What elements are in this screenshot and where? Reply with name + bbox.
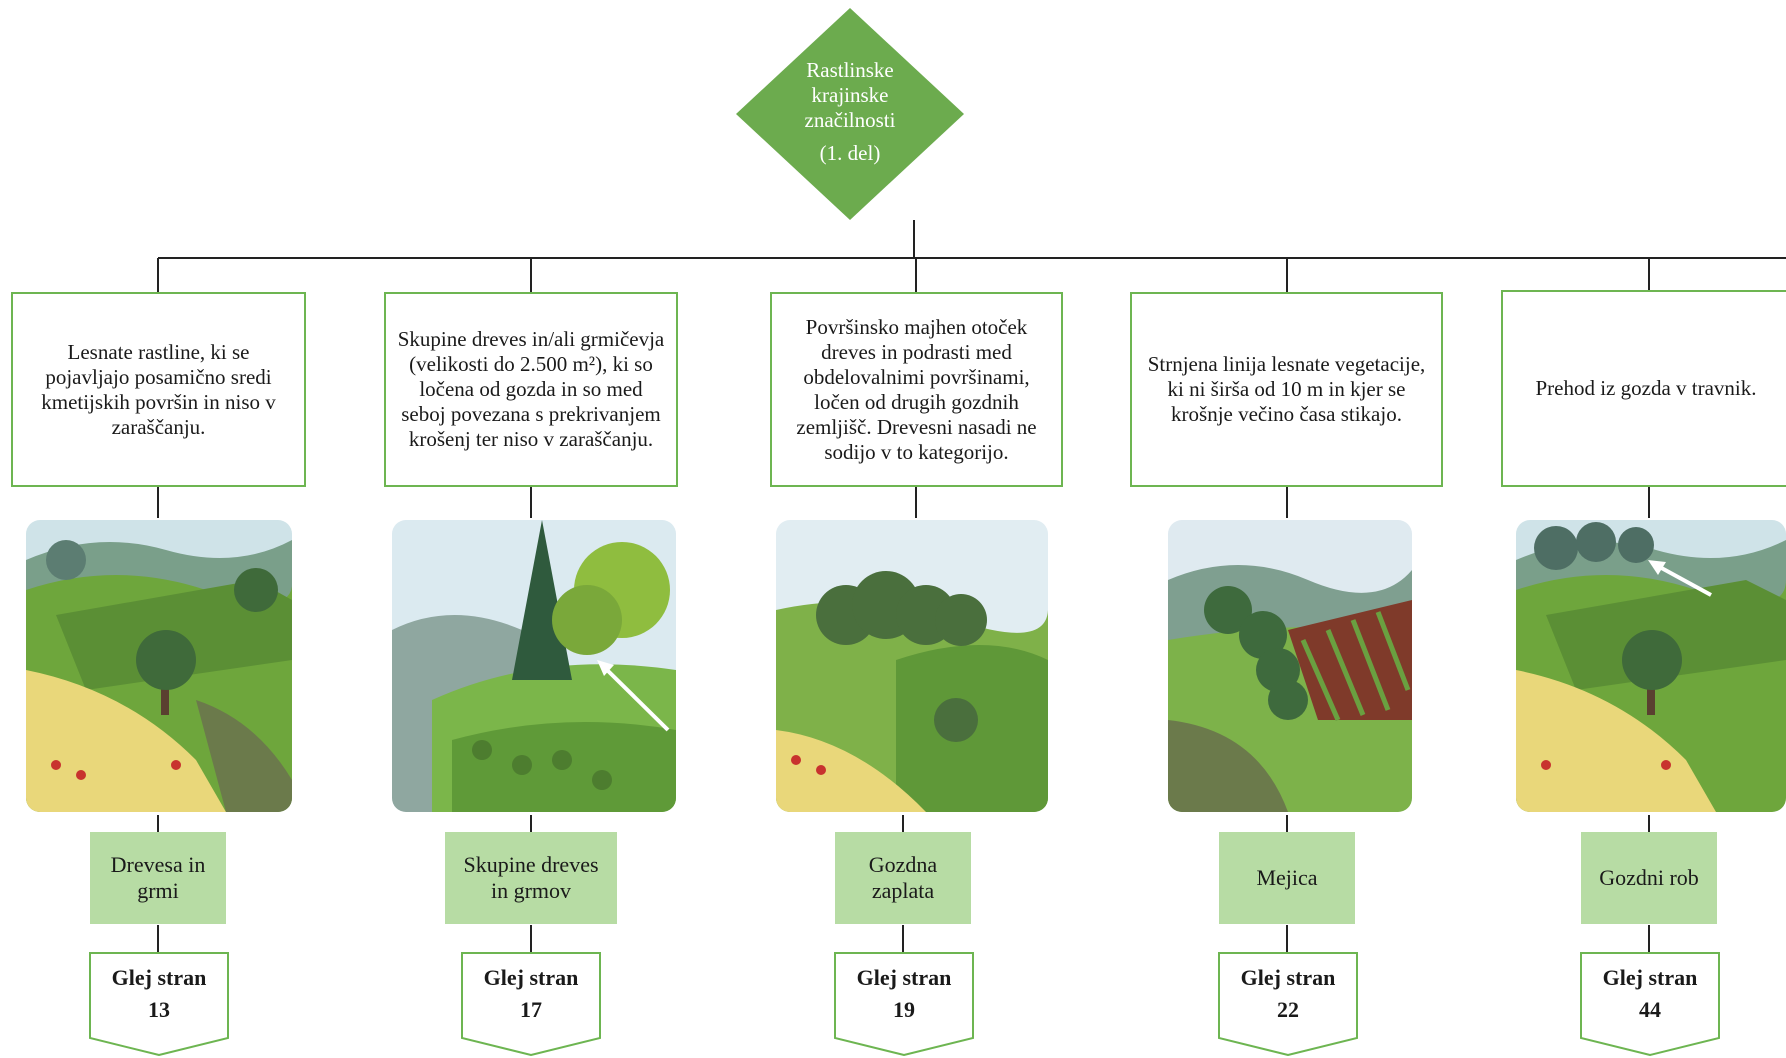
description-text: Skupine dreves in/ali grmičevja (velikos… [397, 327, 665, 451]
see-page-label: Glej stran [1602, 965, 1698, 990]
description-text: Površinsko majhen otoček dreves in podra… [796, 314, 1037, 464]
see-page-button-22[interactable]: Glej stran 22 [1218, 952, 1358, 1056]
description-box-hedgerow: Strnjena linija lesnate vegetacije, ki n… [1130, 292, 1443, 487]
illustration-forest-edge [1516, 520, 1786, 812]
page-number: 44 [1639, 997, 1661, 1022]
category-label-text: Gozdna zaplata [868, 852, 938, 903]
page-number: 22 [1277, 997, 1299, 1022]
see-page-button-19[interactable]: Glej stran 19 [834, 952, 974, 1056]
page-number: 19 [893, 997, 915, 1022]
category-label-hedgerow: Mejica [1219, 832, 1355, 924]
description-text: Strnjena linija lesnate vegetacije, ki n… [1147, 352, 1426, 426]
root-subtitle: (1. del) [819, 141, 881, 165]
category-label-forest-edge: Gozdni rob [1581, 832, 1717, 924]
see-page-button-44[interactable]: Glej stran 44 [1580, 952, 1720, 1056]
see-page-label: Glej stran [856, 965, 952, 990]
root-title-line-3: značilnosti [804, 108, 896, 132]
category-label-trees-shrubs: Drevesa in grmi [90, 832, 226, 924]
root-title: Rastlinske krajinske značilnosti (1. del… [770, 58, 930, 166]
root-title-line-2: krajinske [811, 83, 889, 107]
description-box-trees-shrubs: Lesnate rastline, ki se pojavljajo posam… [11, 292, 306, 487]
category-label-text: Gozdni rob [1599, 865, 1699, 890]
description-box-forest-patch: Površinsko majhen otoček dreves in podra… [770, 292, 1063, 487]
category-label-text: Skupine dreves in grmov [463, 852, 599, 903]
illustration-tree-groups [392, 520, 676, 812]
description-box-forest-edge: Prehod iz gozda v travnik. [1501, 290, 1786, 487]
illustration-hedgerow [1168, 520, 1412, 812]
illustration-forest-patch [776, 520, 1048, 812]
page-number: 17 [520, 997, 542, 1022]
see-page-label: Glej stran [1240, 965, 1336, 990]
root-diamond [736, 8, 964, 220]
description-text: Prehod iz gozda v travnik. [1535, 376, 1757, 400]
root-title-line-1: Rastlinske [806, 58, 894, 82]
category-label-forest-patch: Gozdna zaplata [835, 832, 971, 924]
description-box-tree-groups: Skupine dreves in/ali grmičevja (velikos… [384, 292, 678, 487]
see-page-button-13[interactable]: Glej stran 13 [89, 952, 229, 1056]
illustration-trees-shrubs [26, 520, 292, 812]
see-page-label: Glej stran [111, 965, 207, 990]
category-label-text: Drevesa in grmi [110, 852, 206, 903]
root-node: Rastlinske krajinske značilnosti (1. del… [736, 8, 964, 220]
page-number: 13 [148, 997, 170, 1022]
category-label-text: Mejica [1256, 865, 1318, 890]
see-page-button-17[interactable]: Glej stran 17 [461, 952, 601, 1056]
see-page-label: Glej stran [483, 965, 579, 990]
description-text: Lesnate rastline, ki se pojavljajo posam… [41, 339, 276, 439]
category-label-tree-groups: Skupine dreves in grmov [445, 832, 617, 924]
